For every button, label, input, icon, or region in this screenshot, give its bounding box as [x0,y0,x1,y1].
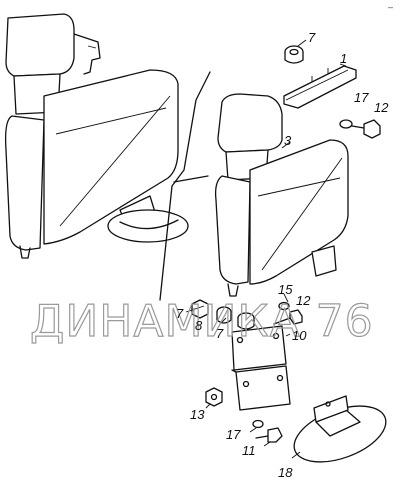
callout-3: 3 [284,133,292,148]
right-seat-assembly [214,93,349,297]
callout-8: 8 [195,318,203,333]
callout-12-top: 12 [374,100,389,115]
callout-15: 15 [278,282,293,297]
callout-1: 1 [340,51,347,66]
callout-18: 18 [278,465,293,480]
divider-lines [159,71,211,301]
callout-17-low: 17 [226,427,241,442]
corner-mark: – [388,2,393,12]
watermark-text: ДИНАМИКА 76 [30,296,374,347]
bracket-plates [231,325,291,411]
callout-11: 11 [242,443,256,458]
left-seat-assembly [4,13,189,259]
callout-17-top: 17 [354,90,369,105]
callout-12-mid: 12 [296,293,311,308]
callout-7-mid: 7 [216,326,224,341]
callout-10: 10 [292,328,307,343]
middle-fasteners [191,299,303,330]
callout-7-left: 7 [176,306,184,321]
base-plate-part [293,395,387,463]
leader-lines [185,39,347,459]
lower-fasteners [205,387,283,443]
callout-labels: 1 7 17 12 3 7 8 7 15 12 10 13 17 11 18 [176,30,389,480]
callout-13: 13 [190,407,205,422]
callout-7-top: 7 [308,30,316,45]
top-rail-parts [283,45,381,139]
